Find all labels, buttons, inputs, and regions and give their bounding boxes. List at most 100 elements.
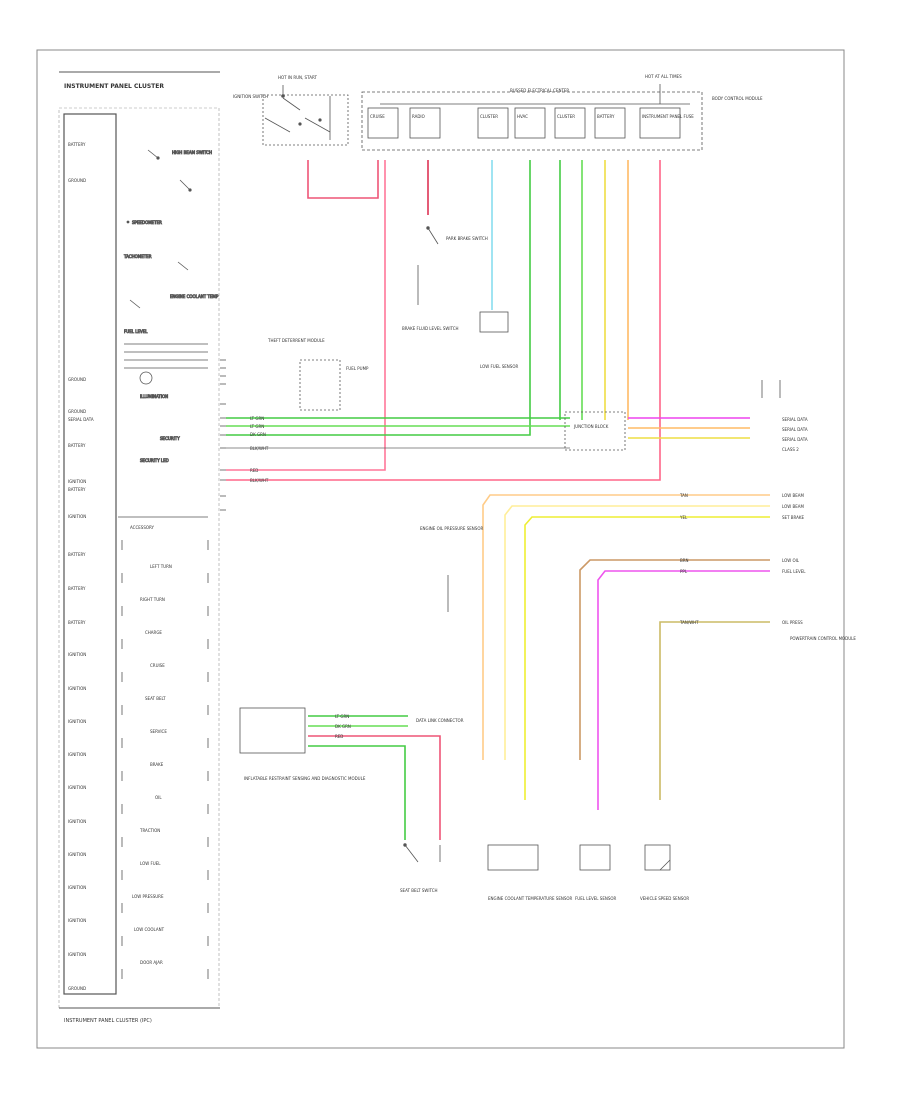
wire-code: TAN [679,493,688,498]
fuel-level-sensor-label: FUEL LEVEL SENSOR [575,896,617,901]
cluster-header: INSTRUMENT PANEL CLUSTER [64,83,164,90]
cluster-pin-label: IGNITION [68,479,86,484]
cluster-pin-label: IGNITION [68,918,86,923]
wire-code: BLK/WHT [250,446,269,451]
fuse-right-label: HOT AT ALL TIMES [645,74,682,79]
cluster-pin-label: IGNITION [68,885,86,890]
wire-code: BRN [680,558,689,563]
bussed-electrical-center: HOT AT ALL TIMES BUSSED ELECTRICAL CENTE… [361,74,763,151]
cluster-pin-label: BATTERY [68,142,86,147]
wire-code: DK GRN [250,432,266,437]
seat-belt-switch: SEAT BELT SWITCH [400,843,441,893]
signal-label: LOW OIL [782,558,800,563]
cluster-item: HIGH BEAM SWITCH [172,150,212,155]
cluster-item: ENGINE COOLANT TEMP [170,294,219,299]
fuse-label: CLUSTER [557,114,575,119]
cluster-pin-label: BATTERY [68,443,86,448]
signal-label: SET BRAKE [782,515,805,520]
wire-tan [482,494,770,760]
wires [226,160,770,840]
cluster-pin-label: IGNITION [68,514,86,519]
vehicle-speed-label: VEHICLE SPEED SENSOR [640,896,689,901]
cluster-indicators: HIGH BEAM SWITCH SPEEDOMETER TACHOMETER … [118,150,219,979]
cluster-pin-label: IGNITION [68,785,86,790]
seat-belt-label: SEAT BELT SWITCH [400,888,438,893]
cluster-item: SPEEDOMETER [132,220,162,225]
fuse-left-label: HOT IN RUN, START [278,75,317,80]
junction-block-label: JUNCTION BLOCK [573,424,609,429]
fuel-level-sensor: FUEL LEVEL SENSOR [575,844,617,901]
vehicle-speed-sensor: VEHICLE SPEED SENSOR [640,844,689,901]
instrument-cluster: INSTRUMENT PANEL CLUSTER INSTRUMENT PANE… [58,71,220,1024]
wire-yellow-3 [524,516,770,800]
cluster-item: TRACTION [139,828,160,833]
wire-green-red [308,745,406,840]
cluster-pin-label: BATTERY [68,487,86,492]
cluster-item: RIGHT TURN [140,597,165,602]
wire-code: PPL [680,569,688,574]
park-brake-label: PARK BRAKE SWITCH [446,236,488,241]
cluster-pin-label: IGNITION [68,719,86,724]
cluster-pin-label: SERIAL DATA [68,417,94,422]
illumination-lamp-icon [139,371,153,385]
bec-label: BUSSED ELECTRICAL CENTER [510,88,569,93]
theft-deterrent-module: THEFT DETERRENT MODULE FUEL PUMP [267,338,369,411]
ignition-switch: HOT IN RUN, START IGNITION SWITCH [233,75,349,146]
wire-brown [579,559,770,760]
junction-block: JUNCTION BLOCK [564,411,626,451]
cluster-item: LOW FUEL [140,861,161,866]
high-beam-switch-symbol [147,149,192,192]
wire-red [307,160,379,199]
fuse-label: INSTRUMENT PANEL FUSE [642,114,694,119]
wire-code: YEL [679,515,688,520]
cluster-item: SEAT BELT [145,696,166,701]
wire-green-1 [226,160,531,436]
cluster-item: LEFT TURN [150,564,172,569]
cluster-item: SECURITY [160,436,180,441]
pcm-label: POWERTRAIN CONTROL MODULE [790,636,856,641]
cluster-pin-label: GROUND [68,986,86,991]
cluster-indicator-labels: ACCESSORY LEFT TURN RIGHT TURN CHARGE CR… [130,525,172,965]
diagram-border [36,49,845,1049]
wire-olive [659,621,770,800]
cluster-item: ACCESSORY [130,525,155,530]
park-brake-switch: PARK BRAKE SWITCH [417,226,488,305]
fuse-boxes [367,107,681,139]
cluster-item: FUEL LEVEL [124,329,148,334]
cluster-pin-label: IGNITION [68,752,86,757]
right-signal-labels: SERIAL DATA SERIAL DATA SERIAL DATA CLAS… [782,417,808,625]
wire-pink-2 [226,160,661,481]
cluster-footer: INSTRUMENT PANEL CLUSTER (IPC) [64,1018,152,1024]
cluster-connector-pins [220,359,226,511]
components: PARK BRAKE SWITCH BRAKE FLUID LEVEL SWIT… [239,226,856,901]
signal-label: LOW BEAM [782,493,804,498]
bcm-note: BODY CONTROL MODULE [712,96,763,101]
ground-symbol-top-right [761,380,781,398]
engine-oil-sensor-label: ENGINE OIL PRESSURE SENSOR [420,526,483,531]
cluster-item: DOOR AJAR [140,960,163,965]
cluster-item: CRUISE [150,663,165,668]
cluster-item: TACHOMETER [123,254,152,259]
wire-code: RED [250,468,258,473]
wire-red-dl [308,735,441,840]
indicator-lamp-brackets [118,516,209,979]
wire-light-yellow [504,505,770,760]
cluster-item: OIL [155,795,162,800]
cluster-item: ILLUMINATION [140,394,168,399]
cluster-pin-label: IGNITION [68,819,86,824]
fuse-label: BATTERY [597,114,615,119]
wire-code: TAN/WHT [679,620,699,625]
cluster-pin-label: IGNITION [68,686,86,691]
cluster-pin-label: GROUND [68,178,86,183]
airbag-module-label: INFLATABLE RESTRAINT SENSING AND DIAGNOS… [244,776,366,781]
fuse-label: RADIO [412,114,425,119]
cluster-pin-label: BATTERY [68,552,86,557]
fuse-label: CLUSTER [480,114,498,119]
fuse-block-outline [361,91,703,151]
wire-magenta-2 [597,570,770,810]
cluster-pin-label: IGNITION [68,952,86,957]
fuel-pump-label: FUEL PUMP [346,366,369,371]
signal-label: FUEL LEVEL [782,569,806,574]
ignition-switch-label: IGNITION SWITCH [233,94,268,99]
